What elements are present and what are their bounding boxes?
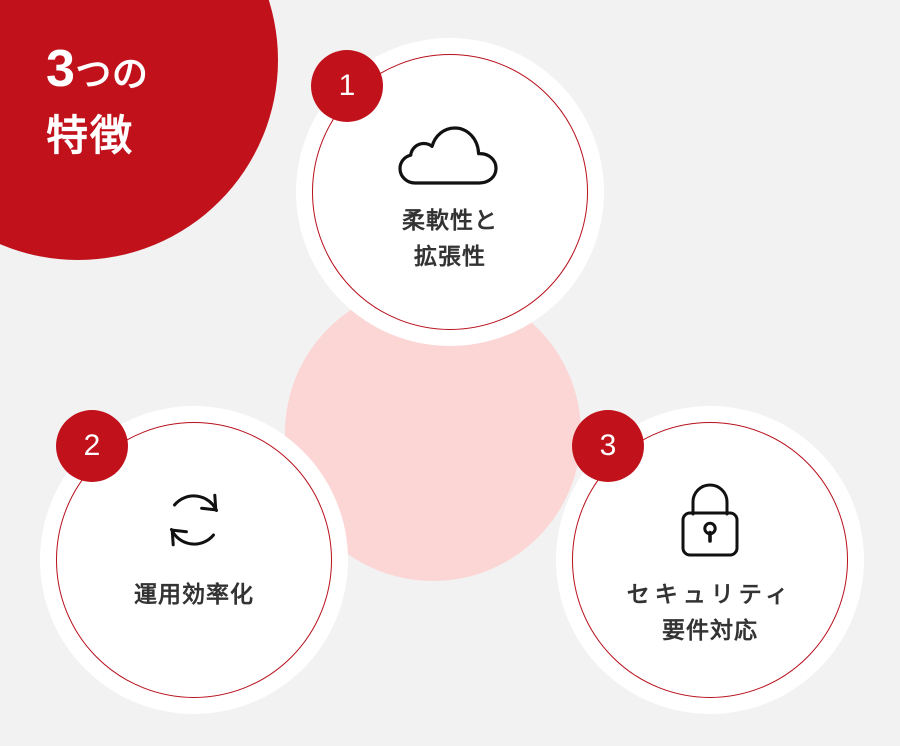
feature-2-ring — [56, 422, 332, 698]
title-counter: つの — [75, 53, 149, 94]
page-title: 3つの 特徴 — [46, 36, 148, 162]
refresh-cycle-icon — [159, 485, 229, 555]
feature-3-content: セキュリティ 要件対応 — [556, 406, 864, 714]
feature-1-content: 柔軟性と 拡張性 — [296, 38, 604, 346]
feature-3-number-badge: 3 — [572, 410, 644, 482]
feature-3-label: セキュリティ 要件対応 — [627, 577, 794, 648]
title-number: 3 — [46, 40, 76, 98]
feature-1-ring — [312, 54, 588, 330]
feature-2-number-badge: 2 — [56, 410, 128, 482]
lock-icon — [679, 481, 741, 559]
feature-2-label: 運用効率化 — [134, 577, 254, 613]
feature-card-3[interactable]: セキュリティ 要件対応 — [556, 406, 864, 714]
feature-1-label-line-1: 柔軟性と — [402, 207, 498, 234]
feature-3-ring — [572, 422, 848, 698]
feature-1-label: 柔軟性と 拡張性 — [402, 203, 498, 274]
feature-2-label-line-1: 運用効率化 — [134, 581, 254, 608]
feature-1-number-badge: 1 — [311, 50, 383, 122]
feature-2-content: 運用効率化 — [40, 406, 348, 714]
feature-3-label-line-2: 要件対応 — [662, 617, 758, 643]
feature-3-label-line-1: セキュリティ — [626, 581, 794, 608]
cloud-icon — [397, 121, 503, 185]
feature-1-label-line-2: 拡張性 — [414, 243, 486, 269]
title-subject: 特徴 — [46, 111, 135, 159]
